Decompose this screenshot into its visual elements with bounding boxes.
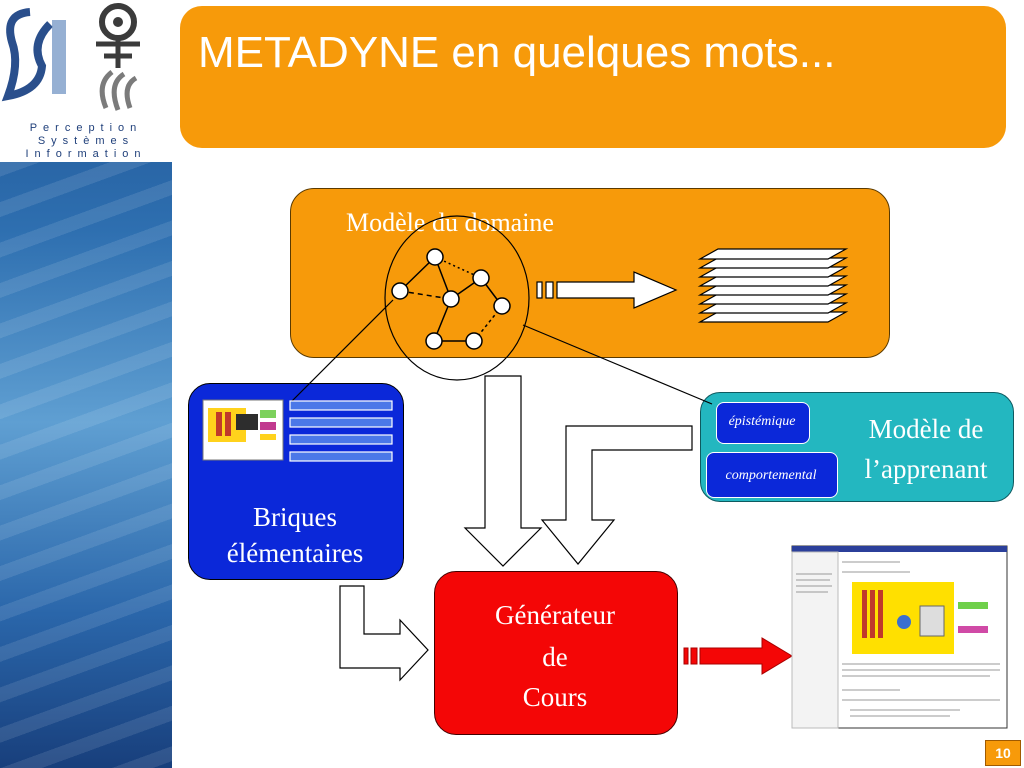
arrow-learner-to-generator — [540, 425, 693, 565]
epistemic-box — [716, 402, 810, 444]
logo-text-line2: Systèmes — [37, 135, 135, 147]
domain-model-label: Modèle du domaine — [346, 208, 554, 237]
link-to-learner — [522, 324, 713, 405]
graph-ellipse — [384, 215, 530, 381]
learner-label-line1: Modèle de — [868, 414, 984, 444]
logo: Perception Systèmes Information — [0, 0, 172, 162]
learner-label-line2: l’apprenant — [864, 454, 988, 484]
graph-nodes — [391, 248, 511, 350]
course-generator-box — [434, 571, 678, 735]
brique-list-bars — [289, 400, 393, 462]
behavioral-box — [706, 452, 838, 498]
generator-label-line3: Cours — [522, 682, 588, 712]
briques-label-line1: Briques — [253, 502, 337, 532]
logo-text-line3: Information — [25, 148, 147, 160]
arrow-briques-to-generator — [339, 585, 429, 682]
arrow-generator-to-course — [683, 637, 793, 675]
epistemic-label: épistémique — [728, 414, 796, 429]
behavioral-label: comportemental — [725, 468, 817, 483]
link-to-briques — [289, 299, 394, 404]
page-title: METADYNE en quelques mots... — [198, 28, 836, 77]
page-number: 10 — [985, 740, 1021, 766]
arrow-domain-to-generator — [463, 375, 543, 567]
briques-label-line2: élémentaires — [226, 538, 364, 568]
brique-thumbnail-image — [202, 399, 284, 461]
generator-label-line2: de — [542, 642, 568, 672]
title-banner — [180, 6, 1006, 148]
logo-text-line1: Perception — [29, 122, 143, 134]
logo-symbol-icon — [1, 3, 140, 111]
course-screenshot-image — [791, 545, 1008, 729]
documents-stack-icon — [697, 248, 849, 323]
arrow-to-documents — [536, 271, 678, 309]
generator-label-line1: Générateur — [495, 600, 615, 630]
